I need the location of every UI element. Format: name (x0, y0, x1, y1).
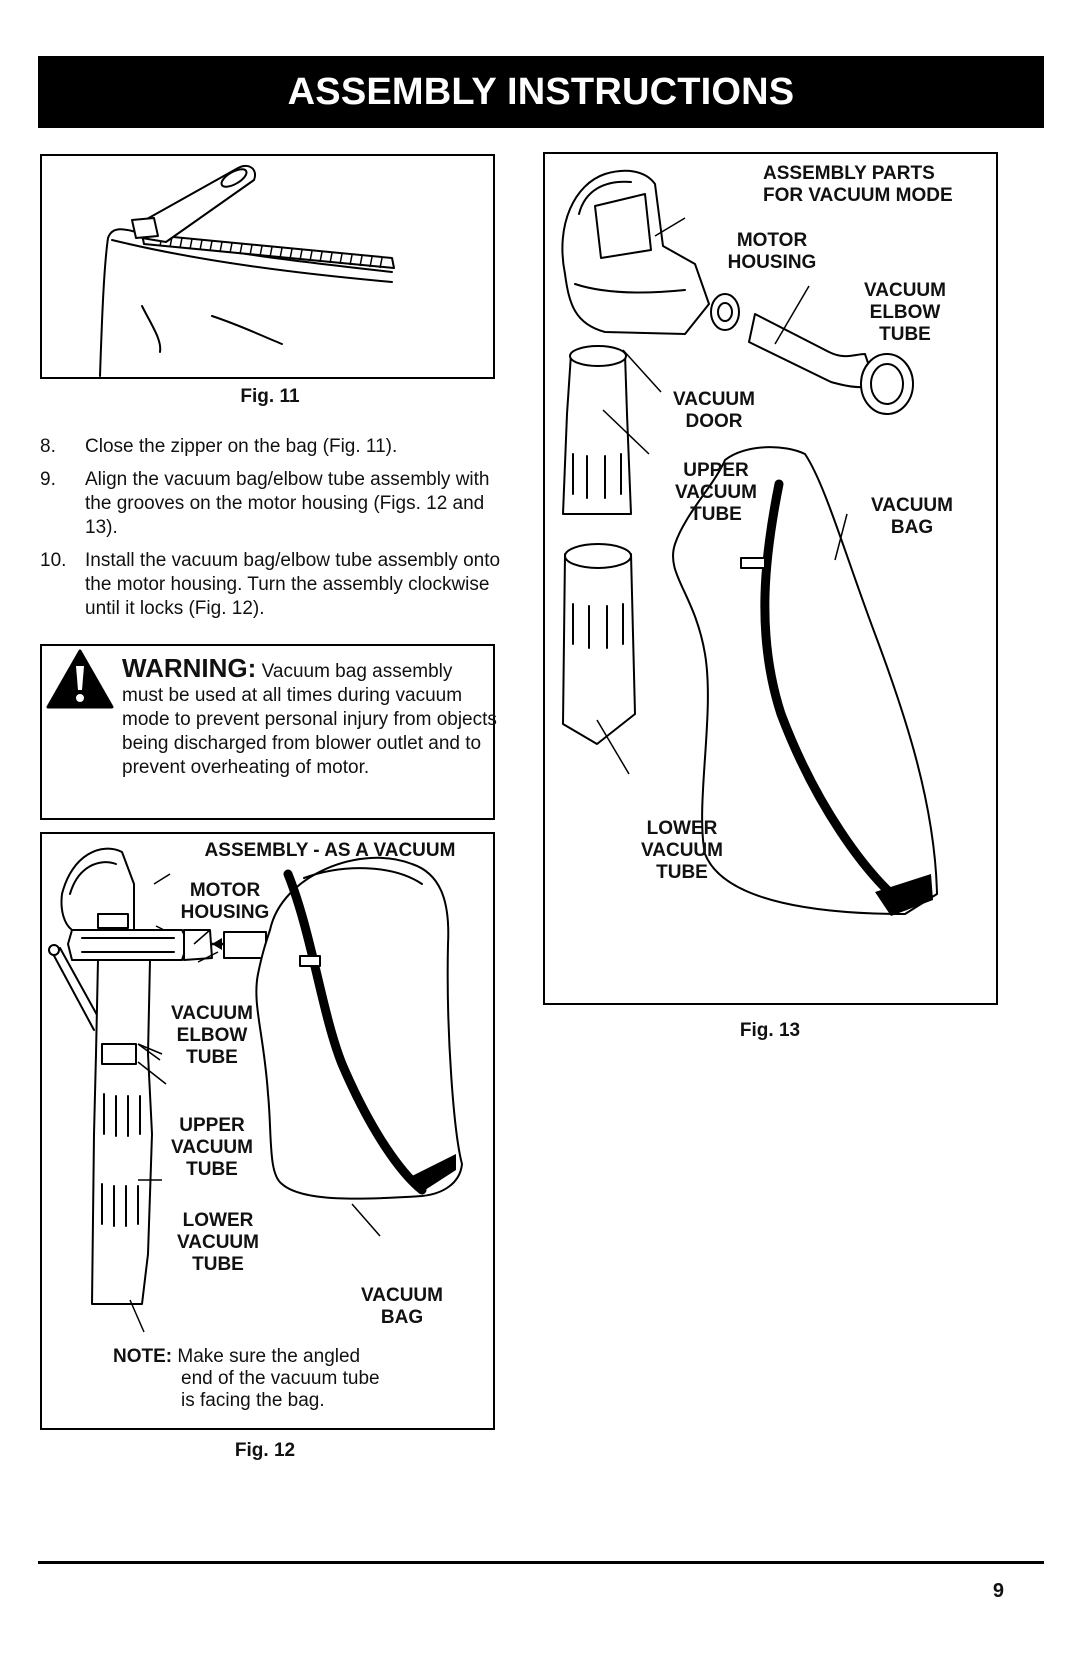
label-line: VACUUM (675, 482, 757, 503)
label-line: DOOR (685, 411, 743, 432)
warning-label: WARNING: (122, 653, 257, 683)
step-item: 8. Close the zipper on the bag (Fig. 11)… (40, 435, 510, 459)
warning-message: WARNING: Vacuum bag assembly must be use… (122, 653, 497, 780)
page-number: 9 (992, 1580, 1004, 1602)
label-line: LOWER (182, 1210, 254, 1231)
label-line: UPPER (179, 1115, 245, 1136)
fig12-upper-tube-label: UPPER VACUUM TUBE (162, 1115, 262, 1181)
fig13-upper-tube-label: UPPER VACUUM TUBE (666, 460, 766, 526)
label-line: VACUUM (171, 1137, 253, 1158)
fig13-lower-tube-label: LOWER VACUUM TUBE (632, 818, 732, 884)
label-line: ELBOW (869, 302, 941, 323)
step-text: Install the vacuum bag/elbow tube assemb… (85, 550, 501, 619)
fig13-title: ASSEMBLY PARTS FOR VACUUM MODE (763, 163, 993, 207)
fig13-caption: Fig. 13 (739, 1020, 801, 1041)
note-line: is facing the bag. (181, 1390, 325, 1411)
fig12-motor-housing-label: MOTOR HOUSING (170, 880, 280, 924)
label-line: TUBE (192, 1254, 244, 1275)
fig13-motor-housing-label: MOTOR HOUSING (722, 230, 822, 274)
label-line: VACUUM (177, 1232, 259, 1253)
vacuum-parts-illustration (561, 169, 938, 916)
label-line: ELBOW (176, 1025, 248, 1046)
fig12-title: ASSEMBLY - AS A VACUUM (204, 840, 456, 861)
zipper-bag-illustration (99, 164, 395, 377)
label-line: VACUUM (361, 1285, 443, 1306)
assembly-steps-list: 8. Close the zipper on the bag (Fig. 11)… (40, 435, 510, 630)
label-line: VACUUM (864, 280, 946, 301)
label-line: HOUSING (180, 902, 270, 923)
label-line: MOTOR (736, 230, 808, 251)
fig12-note: NOTE: Make sure the angled end of the va… (113, 1346, 380, 1412)
label-line: TUBE (186, 1159, 238, 1180)
page-title: ASSEMBLY INSTRUCTIONS (38, 56, 1044, 128)
label-line: HOUSING (727, 252, 817, 273)
fig12-caption: Fig. 12 (234, 1440, 296, 1461)
fig13-bag-label: VACUUM BAG (862, 495, 962, 539)
step-item: 9. Align the vacuum bag/elbow tube assem… (40, 468, 510, 540)
fig13-door-label: VACUUM DOOR (664, 389, 764, 433)
label-line: VACUUM (641, 840, 723, 861)
label-line: BAG (380, 1307, 424, 1328)
note-line: end of the vacuum tube (181, 1368, 380, 1389)
fig12-lower-tube-label: LOWER VACUUM TUBE (168, 1210, 268, 1276)
title-line: ASSEMBLY PARTS (763, 163, 935, 184)
step-number: 8. (40, 436, 56, 457)
fig12-bag-label: VACUUM BAG (352, 1285, 452, 1329)
label-line: LOWER (646, 818, 718, 839)
note-line: Make sure the angled (177, 1346, 361, 1367)
label-line: TUBE (879, 324, 931, 345)
fig12-elbow-tube-label: VACUUM ELBOW TUBE (162, 1003, 262, 1069)
label-line: UPPER (683, 460, 749, 481)
label-line: VACUUM (673, 389, 755, 410)
step-text: Align the vacuum bag/elbow tube assembly… (85, 469, 490, 538)
footer-divider (38, 1561, 1044, 1564)
label-line: VACUUM (171, 1003, 253, 1024)
title-line: FOR VACUUM MODE (763, 185, 953, 206)
label-line: VACUUM (871, 495, 953, 516)
label-line: TUBE (690, 504, 742, 525)
step-text: Close the zipper on the bag (Fig. 11). (85, 436, 398, 457)
warning-box (40, 644, 495, 820)
fig11-caption: Fig. 11 (240, 386, 300, 407)
vacuum-assembly-illustration (48, 847, 463, 1333)
step-number: 10. (40, 550, 67, 571)
note-label: NOTE: (113, 1346, 173, 1367)
fig13-elbow-tube-label: VACUUM ELBOW TUBE (855, 280, 955, 346)
warning-body: Vacuum bag assembly must be used at all … (122, 661, 497, 778)
label-line: TUBE (656, 862, 708, 883)
label-line: TUBE (186, 1047, 238, 1068)
step-number: 9. (40, 469, 56, 490)
fig11-illustration-box (40, 154, 495, 379)
label-line: BAG (890, 517, 934, 538)
step-item: 10. Install the vacuum bag/elbow tube as… (40, 549, 510, 621)
warning-triangle-icon (46, 649, 114, 709)
label-line: MOTOR (189, 880, 261, 901)
